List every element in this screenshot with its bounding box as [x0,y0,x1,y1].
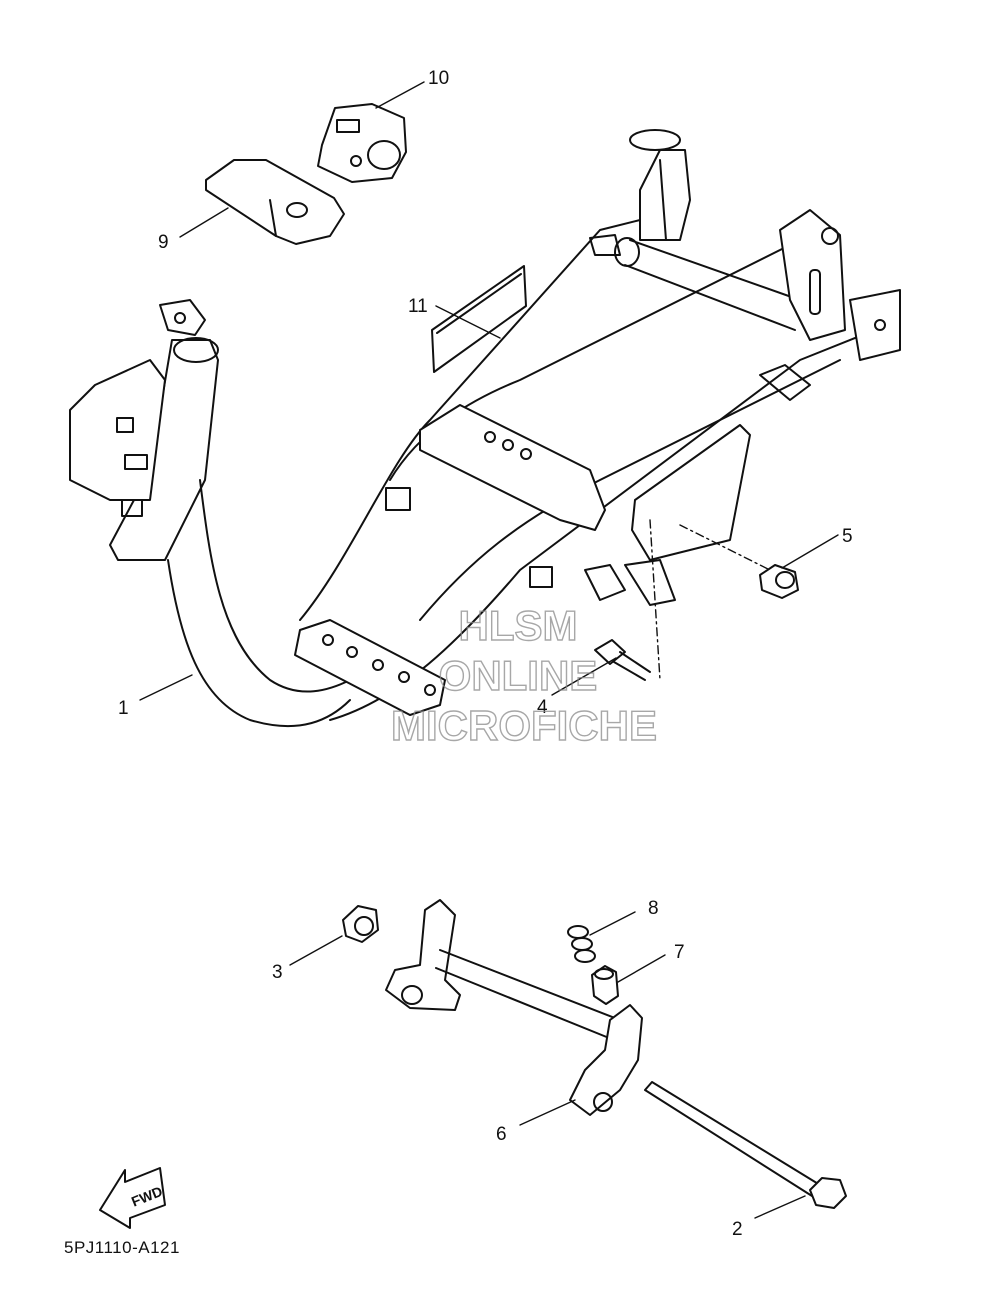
callout-7: 7 [674,942,685,963]
callout-9: 9 [158,232,169,253]
part-1-frame [69,129,901,728]
fwd-arrow-icon: FWD [99,1167,166,1229]
callout-3: 3 [272,962,283,983]
callout-4: 4 [537,697,548,718]
part-11-label [431,265,527,373]
watermark-line-1: HLSM [459,602,578,649]
callout-11: 11 [408,296,428,317]
part-3-collar [342,905,379,943]
leader-lines [139,81,839,1219]
callout-5: 5 [842,526,853,547]
callout-1: 1 [118,698,129,719]
part-4-bolt [594,639,651,681]
watermark-line-2: ONLINE [439,652,598,699]
part-5-collar [759,564,799,599]
part-8-spring [567,925,596,963]
part-6-stand [385,899,643,1116]
part-10-bracket [317,103,407,183]
callout-2: 2 [732,1219,743,1240]
part-2-bolt [644,1081,847,1209]
watermark: HLSM ONLINE MICROFICHE [390,601,657,749]
watermark-line-3: MICROFICHE [391,702,657,749]
diagram-code: 5PJ1110-A121 [64,1238,180,1257]
part-9-pad [205,159,345,245]
callout-10: 10 [428,68,449,89]
part-7-cap [591,965,619,1005]
callout-6: 6 [496,1124,507,1145]
callout-8: 8 [648,898,659,919]
